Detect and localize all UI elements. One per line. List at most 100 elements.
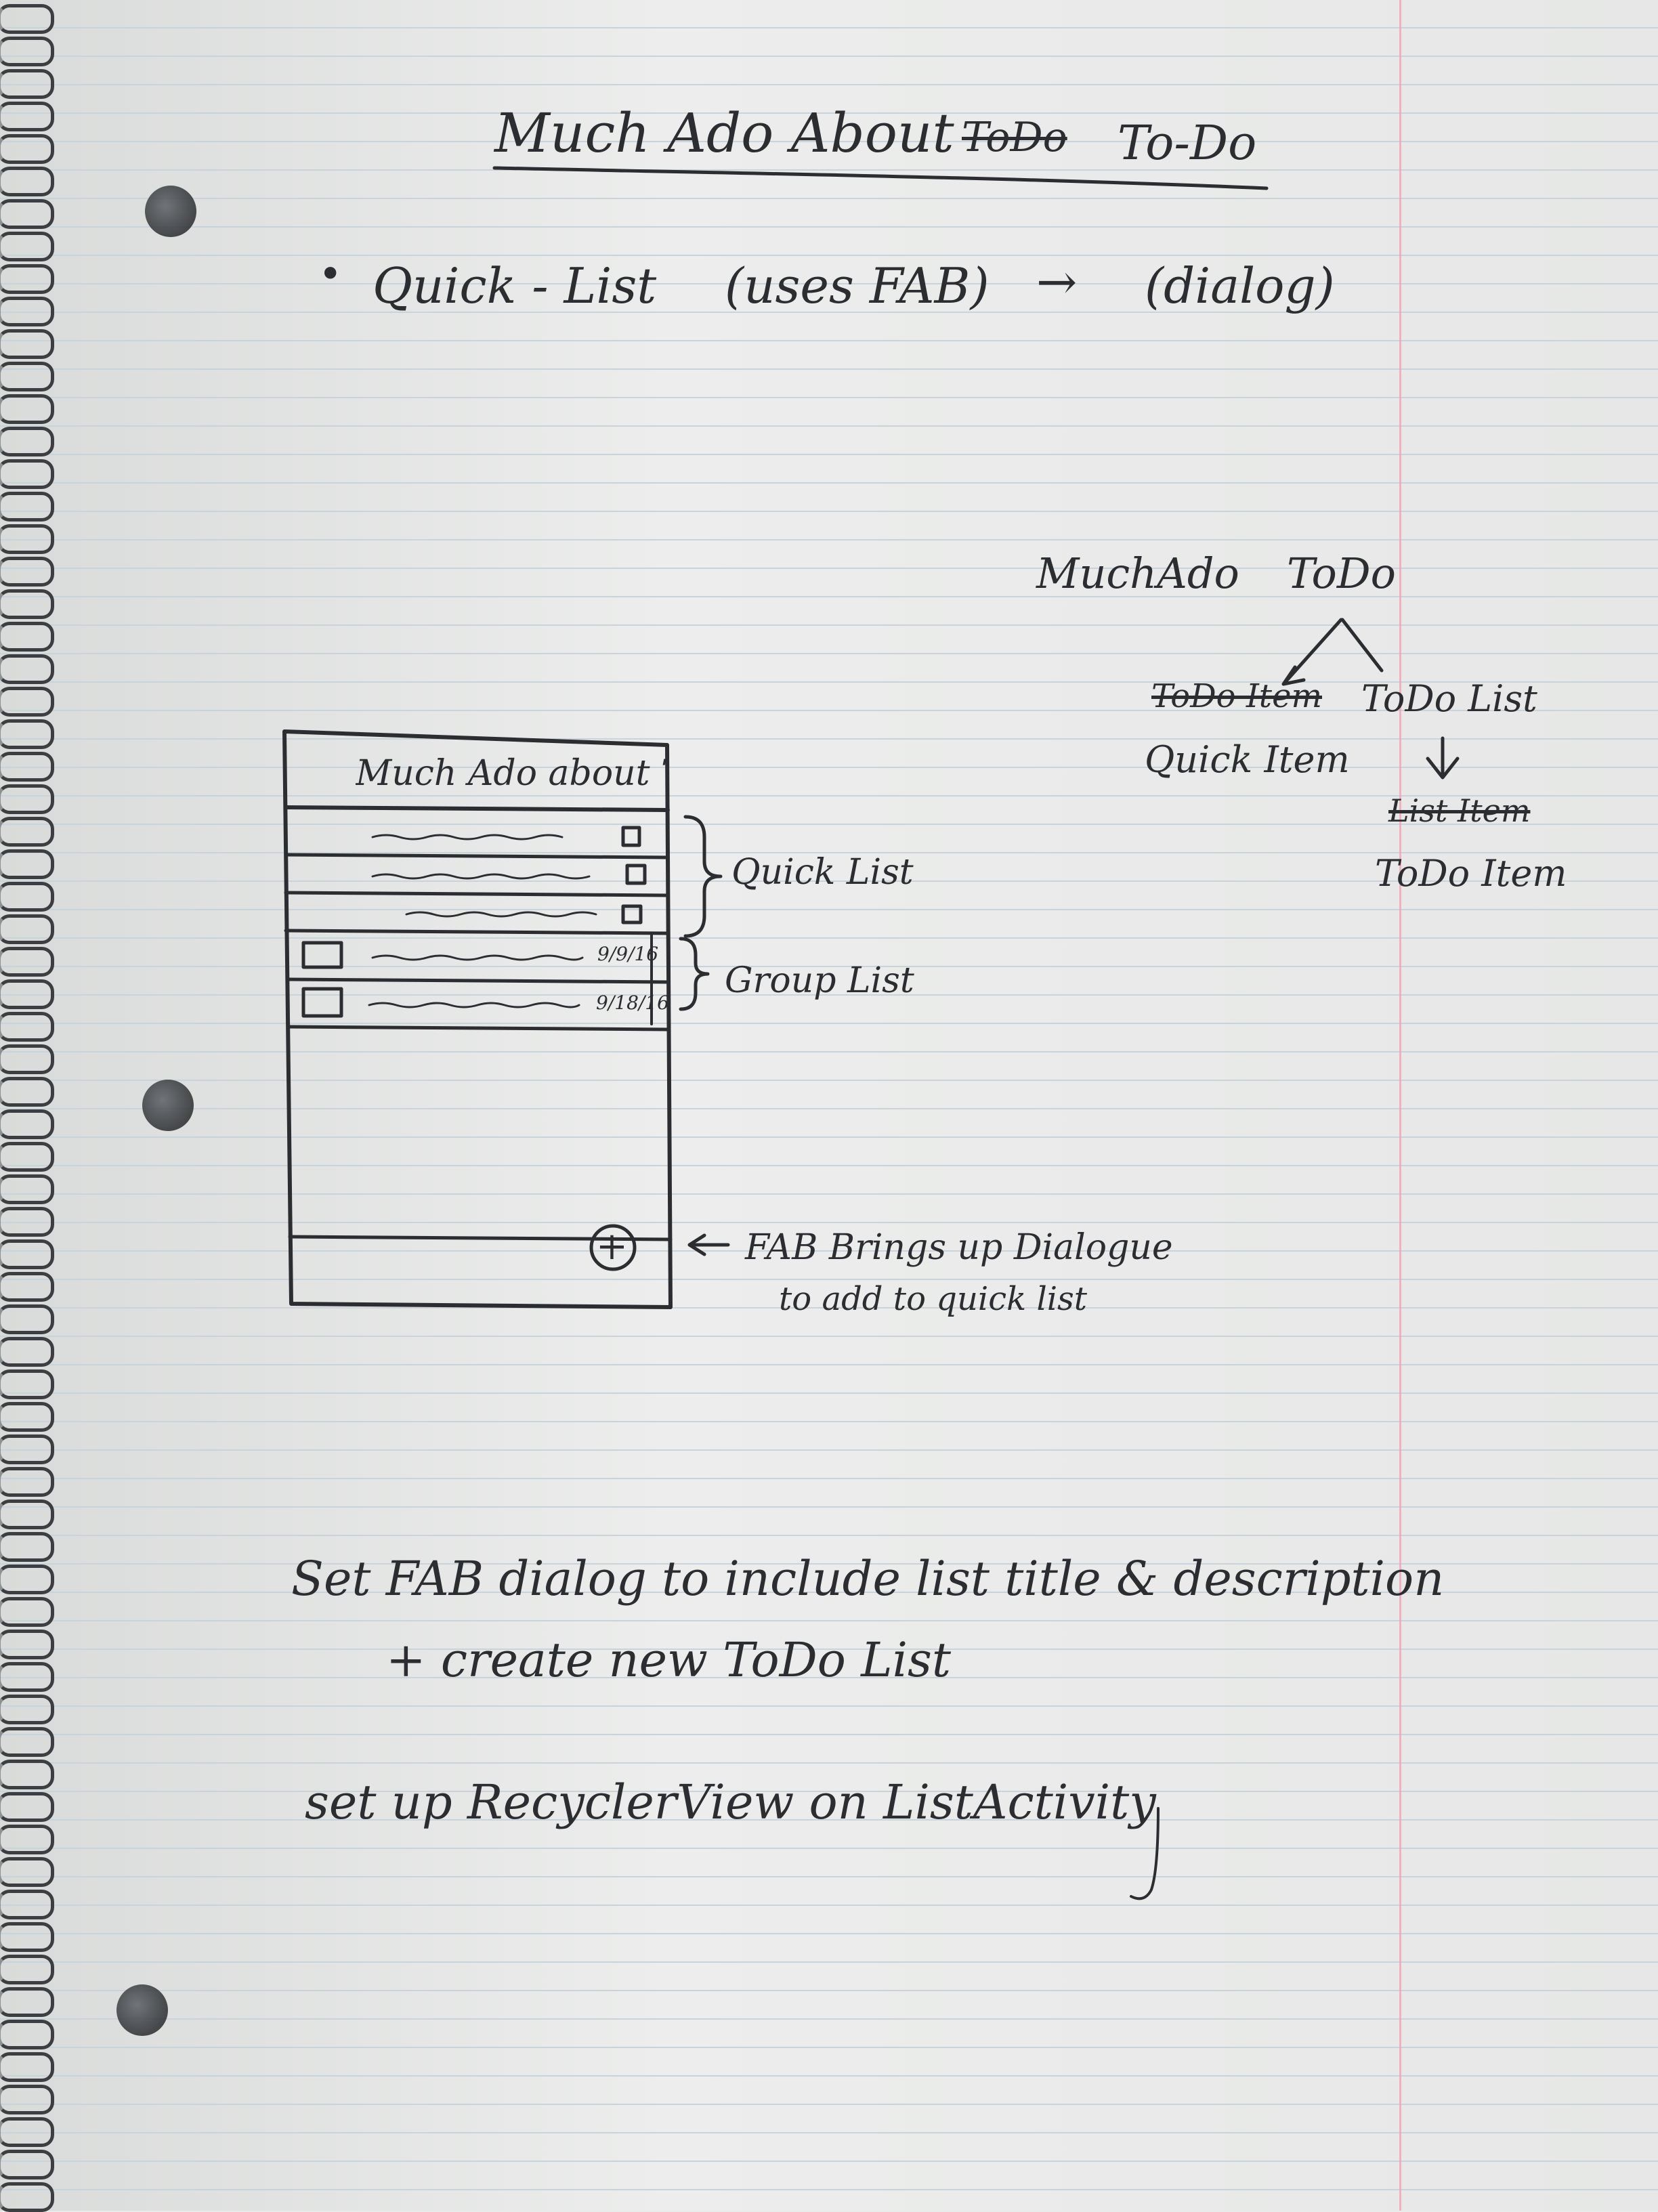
spiral-ring bbox=[0, 4, 54, 34]
margin-line bbox=[1399, 0, 1401, 2211]
spiral-ring bbox=[0, 492, 54, 522]
spiral-ring bbox=[0, 719, 54, 749]
fab-button bbox=[589, 1224, 637, 1271]
bullet-dot: • bbox=[318, 251, 343, 298]
down-arrow bbox=[1426, 736, 1460, 780]
spiral-ring bbox=[0, 1597, 54, 1627]
spiral-ring bbox=[0, 1630, 54, 1659]
phone-header-title: Much Ado about To-Do bbox=[356, 753, 667, 794]
spiral-ring bbox=[0, 1207, 54, 1237]
annotation-fab-line2: to add to quick list bbox=[779, 1280, 1088, 1318]
hierarchy-root-right: ToDo bbox=[1287, 549, 1396, 598]
punch-hole bbox=[142, 1080, 194, 1131]
plus-icon: + bbox=[596, 1225, 628, 1269]
spiral-ring bbox=[0, 427, 54, 456]
quick-row-squiggle bbox=[371, 873, 591, 880]
spiral-ring bbox=[0, 1760, 54, 1789]
spiral-ring bbox=[0, 979, 54, 1009]
note-line1: Set FAB dialog to include list title & d… bbox=[291, 1551, 1445, 1607]
hierarchy-list-item-struck: List Item bbox=[1388, 792, 1531, 829]
spiral-ring bbox=[0, 1955, 54, 1984]
title-text-todo: To-Do bbox=[1118, 115, 1257, 171]
spiral-ring bbox=[0, 1922, 54, 1952]
spiral-ring bbox=[0, 134, 54, 164]
spiral-ring bbox=[0, 1434, 54, 1464]
annotation-group-list: Group List bbox=[725, 960, 914, 1001]
note-line3: set up RecyclerView on ListActivity bbox=[305, 1774, 1156, 1830]
spiral-ring bbox=[0, 1337, 54, 1367]
hierarchy-root-left: MuchAdo bbox=[1036, 549, 1239, 598]
spiral-ring bbox=[0, 1077, 54, 1107]
phone-frame bbox=[282, 729, 673, 1309]
handwriting-flourish bbox=[1130, 1807, 1160, 1900]
branch-left-arrow bbox=[1281, 618, 1343, 686]
annotation-quick-list: Quick List bbox=[731, 852, 914, 893]
spiral-ring bbox=[0, 2117, 54, 2147]
spiral-ring bbox=[0, 947, 54, 977]
group-row-date: 9/18/16 bbox=[596, 992, 669, 1014]
bullet-dialog: (dialog) bbox=[1145, 257, 1335, 314]
row-divider bbox=[284, 929, 670, 935]
hierarchy-todo-list: ToDo List bbox=[1361, 677, 1537, 720]
spiral-ring bbox=[0, 1402, 54, 1432]
spiral-ring bbox=[0, 687, 54, 717]
spiral-ring bbox=[0, 1695, 54, 1724]
spiral-ring bbox=[0, 232, 54, 261]
annotation-fab-line1: FAB Brings up Dialogue bbox=[745, 1227, 1173, 1268]
spiral-ring bbox=[0, 622, 54, 652]
spiral-ring bbox=[0, 589, 54, 619]
row-divider bbox=[286, 1025, 671, 1031]
title-struck-word: ToDo bbox=[962, 114, 1067, 161]
bullet-uses-fab: (uses FAB) bbox=[725, 257, 990, 314]
spiral-ring bbox=[0, 37, 54, 66]
spiral-ring bbox=[0, 167, 54, 196]
spiral-ring bbox=[0, 2052, 54, 2082]
spiral-ring bbox=[0, 2085, 54, 2114]
spiral-ring bbox=[0, 914, 54, 944]
spiral-ring bbox=[0, 1890, 54, 1919]
checkbox-icon bbox=[621, 904, 643, 924]
spiral-ring bbox=[0, 2020, 54, 2049]
group-row-thumbnail bbox=[301, 941, 343, 969]
spiral-ring bbox=[0, 1044, 54, 1074]
punch-hole bbox=[116, 1984, 168, 2036]
fab-arrow bbox=[687, 1233, 730, 1256]
quick-list-brace bbox=[683, 815, 723, 938]
group-row-squiggle bbox=[368, 1002, 580, 1008]
spiral-ring bbox=[0, 199, 54, 229]
group-row-thumbnail bbox=[301, 987, 343, 1018]
spiral-ring bbox=[0, 1987, 54, 2017]
hierarchy-todo-item: ToDo Item bbox=[1375, 852, 1567, 895]
branch-right-line bbox=[1340, 618, 1384, 673]
spiral-ring bbox=[0, 1532, 54, 1562]
spiral-ring bbox=[0, 849, 54, 879]
spiral-ring bbox=[0, 1109, 54, 1139]
spiral-ring bbox=[0, 2150, 54, 2179]
spiral-ring bbox=[0, 102, 54, 131]
bullet-quick-list: Quick - List bbox=[373, 257, 657, 314]
quick-row-squiggle bbox=[371, 834, 564, 841]
group-row-squiggle bbox=[371, 954, 584, 961]
spiral-ring bbox=[0, 1727, 54, 1757]
title-underline bbox=[492, 166, 1269, 190]
phone-header-divider bbox=[284, 805, 670, 812]
spiral-ring bbox=[0, 459, 54, 489]
spiral-ring bbox=[0, 1662, 54, 1692]
spiral-ring bbox=[0, 1500, 54, 1529]
hierarchy-quick-item: Quick Item bbox=[1145, 738, 1350, 781]
punch-hole bbox=[145, 186, 196, 237]
spiral-ring bbox=[0, 1825, 54, 1854]
spiral-ring bbox=[0, 1369, 54, 1399]
row-divider bbox=[284, 891, 670, 897]
group-list-brace bbox=[679, 937, 710, 1011]
bullet-arrow: → bbox=[1036, 253, 1078, 310]
group-row-date: 9/9/16 bbox=[597, 943, 659, 965]
spiral-ring bbox=[0, 69, 54, 99]
row-divider bbox=[285, 977, 670, 984]
spiral-ring bbox=[0, 1857, 54, 1887]
note-line2: + create new ToDo List bbox=[386, 1632, 952, 1688]
spiral-ring bbox=[0, 1142, 54, 1172]
spiral-ring bbox=[0, 1792, 54, 1822]
